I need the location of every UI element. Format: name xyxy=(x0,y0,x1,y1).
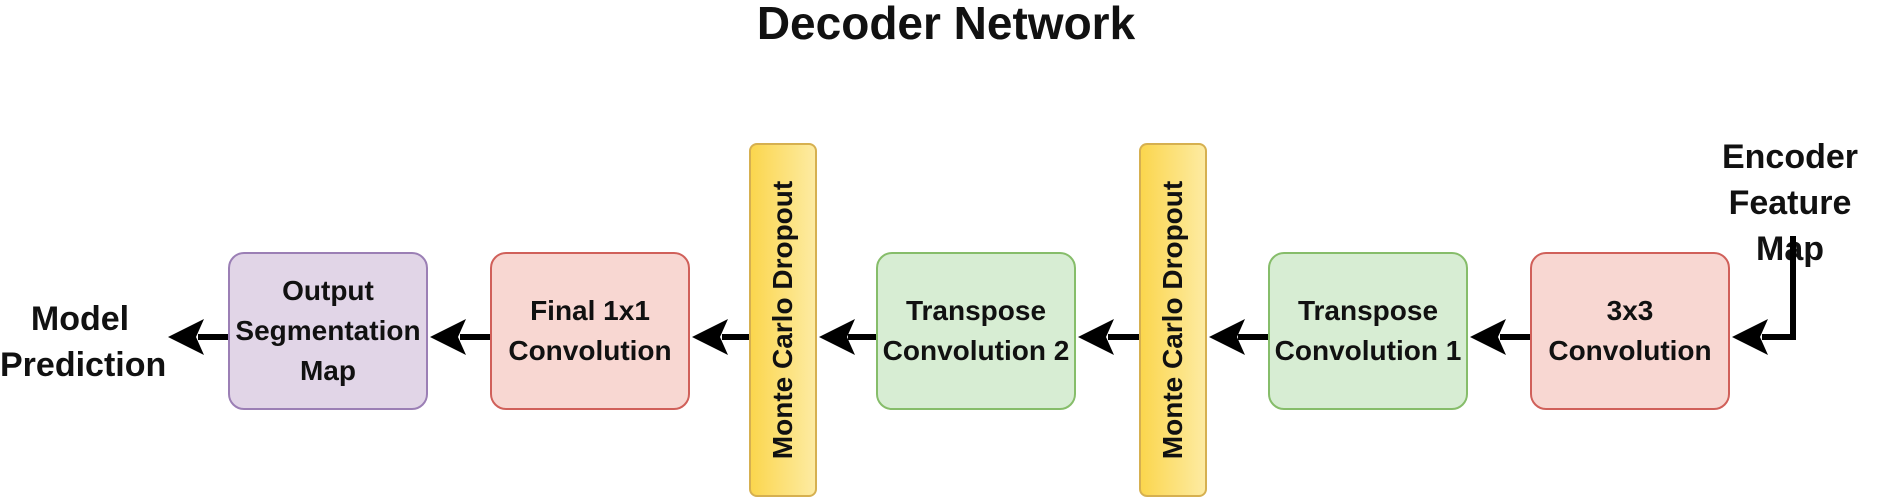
final-conv-block: Final 1x1 Convolution xyxy=(490,252,690,410)
output-label-line-2: Prediction xyxy=(0,346,167,384)
output-map-line-1: Output xyxy=(282,275,374,306)
final-conv-line-1: Final 1x1 xyxy=(530,295,650,326)
arrow-head-7 xyxy=(430,319,466,355)
arrow-head-2 xyxy=(1470,319,1506,355)
input-label-line-1: Encoder xyxy=(1721,138,1859,176)
output-map-line-2: Segmentation xyxy=(235,315,421,346)
output-map-block: Output Segmentation Map xyxy=(228,252,428,410)
transpose-conv2-line-2: Convolution 2 xyxy=(882,335,1070,366)
transpose-conv2-block: Transpose Convolution 2 xyxy=(876,252,1076,410)
arrow-input-to-conv3x3 xyxy=(1762,236,1796,340)
arrow-head-input xyxy=(1732,319,1768,355)
transpose-conv1-line-2: Convolution 1 xyxy=(1274,335,1462,366)
arrow-head-5 xyxy=(819,319,855,355)
final-conv-line-2: Convolution xyxy=(508,335,672,366)
dropout1-block: Monte Carlo Dropout xyxy=(1139,143,1207,497)
output-map-line-3: Map xyxy=(299,355,356,386)
dropout2-block: Monte Carlo Dropout xyxy=(749,143,817,497)
conv3x3-line-2: Convolution xyxy=(1548,335,1712,366)
diagram-title: Decoder Network xyxy=(756,0,1136,49)
arrow-head-6 xyxy=(692,319,728,355)
transpose-conv2-line-1: Transpose xyxy=(905,295,1047,326)
transpose-conv1-block: Transpose Convolution 1 xyxy=(1268,252,1468,410)
arrow-head-8 xyxy=(168,319,204,355)
conv3x3-block: 3x3 Convolution xyxy=(1530,252,1730,410)
output-label: Model Prediction xyxy=(0,296,167,388)
arrow-head-3 xyxy=(1209,319,1245,355)
arrow-head-4 xyxy=(1078,319,1114,355)
output-label-line-1: Model xyxy=(30,300,130,338)
transpose-conv1-line-1: Transpose xyxy=(1297,295,1439,326)
conv3x3-line-1: 3x3 xyxy=(1606,295,1654,326)
